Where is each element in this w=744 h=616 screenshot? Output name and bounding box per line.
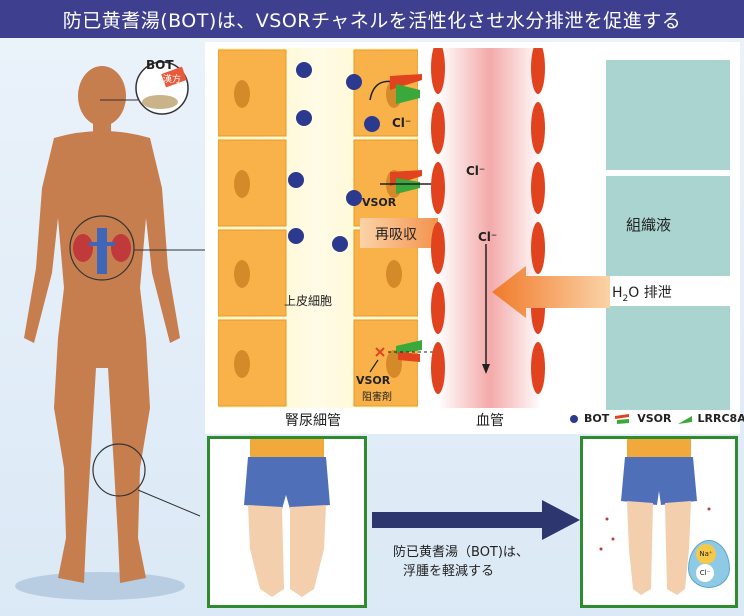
inhibitor-label-line1: VSOR <box>356 374 391 387</box>
kidney-icon <box>73 228 131 274</box>
legend-lrrc8a-label: LRRC8A <box>697 412 744 425</box>
water-excretion-label: H2O 排泄 <box>612 285 672 304</box>
blood-vessel <box>431 48 545 408</box>
kanpo-tag-label: 漢方 <box>163 75 182 85</box>
tissue-block-bottom <box>606 306 730 410</box>
swollen-legs-figure <box>244 439 330 597</box>
vsor-channels <box>369 74 464 373</box>
water-excretion-arrow <box>492 266 610 318</box>
cl-ion-badge: Cl⁻ <box>696 564 714 582</box>
na-ion-badge: Na⁺ <box>696 544 716 564</box>
header-title: 防已黄耆湯(BOT)は、VSORチャネルを活性化させ水分排泄を促進する <box>0 0 744 38</box>
legend-vsor-icon <box>615 413 630 424</box>
normal-legs-figure <box>599 439 711 595</box>
human-figure <box>15 61 205 600</box>
result-text-line1: 防已黄耆湯（BOT)は、 <box>393 545 529 560</box>
legend-vsor-label: VSOR <box>637 412 672 425</box>
cl-ion-label-top: Cl⁻ <box>392 116 412 130</box>
blood-vessel-label: 血管 <box>476 413 504 429</box>
before-legs-box <box>207 436 367 608</box>
legend-bot-label: BOT <box>584 412 610 425</box>
cl-ion-label-middle: Cl⁻ <box>466 164 486 178</box>
cl-ion-label-vessel: Cl⁻ <box>478 230 498 244</box>
tissue-fluid-label: 組織液 <box>626 216 672 234</box>
inhibitor-cross-icon <box>375 347 385 357</box>
result-arrow <box>372 500 580 540</box>
bot-molecules <box>288 62 380 252</box>
legend-lrrc8a-icon <box>677 415 692 424</box>
vsor-label: VSOR <box>362 196 397 209</box>
renal-tubule-label: 腎尿細管 <box>285 413 341 429</box>
bot-tag-label: BOT <box>146 58 174 72</box>
herbal-medicine-icon <box>135 61 189 115</box>
epithelial-cell-label: 上皮細胞 <box>284 294 333 308</box>
legend: BOT VSOR LRRC8A <box>570 412 744 425</box>
inhibitor-label-line2: 阻害剤 <box>362 392 392 403</box>
legend-bot-dot <box>570 414 578 423</box>
tissue-block-middle <box>606 176 730 276</box>
reabsorption-label: 再吸収 <box>375 227 417 243</box>
result-text-line2: 浮腫を軽減する <box>403 564 495 579</box>
tissue-block-top <box>606 60 730 170</box>
